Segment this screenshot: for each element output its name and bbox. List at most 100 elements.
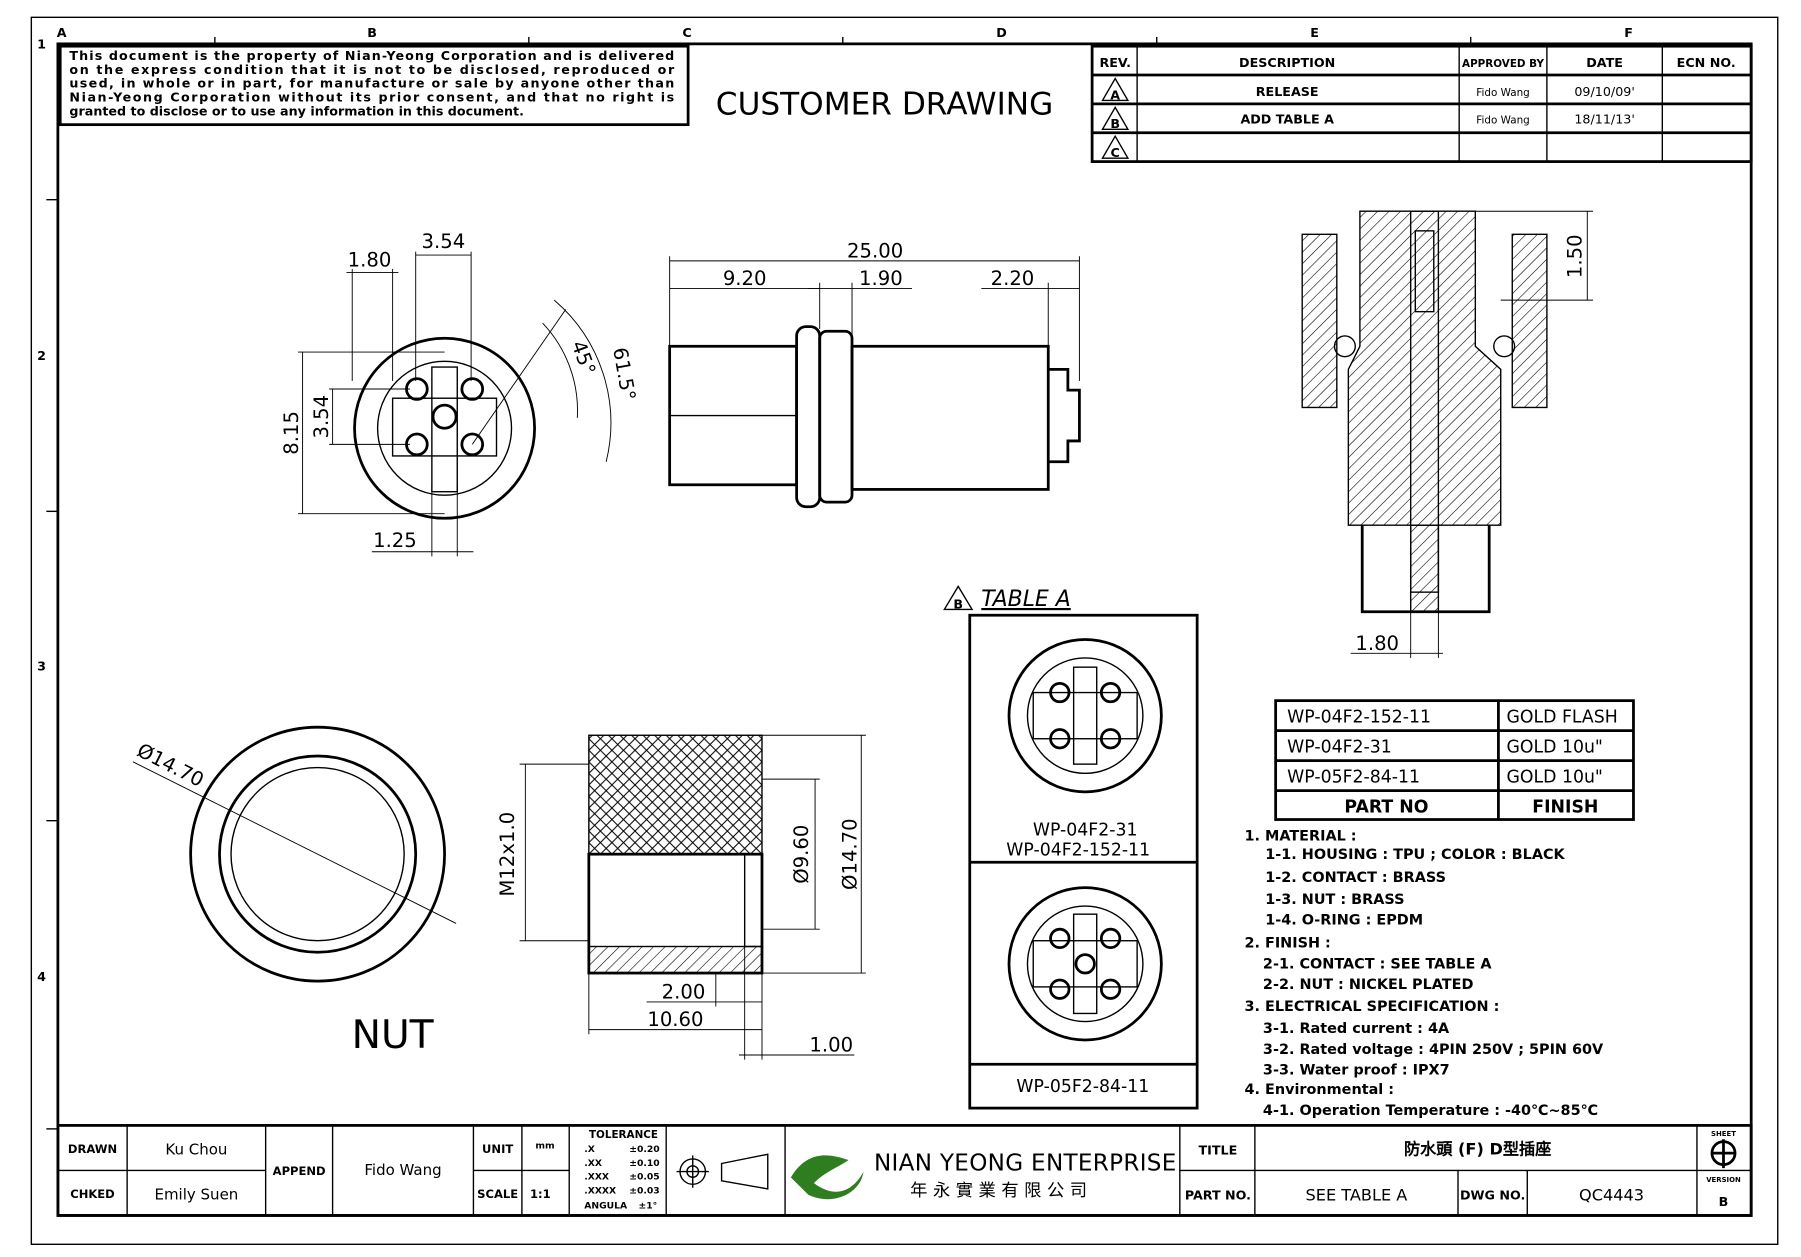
- dim-label: 2.00: [662, 980, 706, 1003]
- notice-line: This document is the property of Nian-Ye…: [69, 48, 674, 63]
- dim-label: 3.54: [310, 395, 333, 439]
- tolerance-value: ±1°: [638, 1201, 657, 1212]
- dim-label: 10.60: [647, 1008, 703, 1031]
- checked-by: Emily Suen: [154, 1185, 238, 1203]
- dim-label: 2.20: [991, 267, 1035, 290]
- rev-header-date: DATE: [1586, 55, 1623, 70]
- drawing-title: 防水頭 (F) D型插座: [1404, 1139, 1551, 1158]
- rev-triangle-icon: [943, 585, 974, 611]
- zone-letter-c: C: [682, 25, 691, 40]
- zone-letter-a: A: [57, 25, 67, 40]
- table-a-label: WP-04F2-31: [1033, 821, 1138, 841]
- version-label: VERSION: [1706, 1176, 1741, 1184]
- tolerance-key: .XX: [584, 1158, 602, 1169]
- tolerance-value: ±0.05: [629, 1172, 659, 1183]
- rev-triangle-icon: [1101, 134, 1130, 159]
- part-number: SEE TABLE A: [1306, 1185, 1408, 1204]
- rev-approved: Fido Wang: [1476, 115, 1529, 127]
- title-label: TITLE: [1199, 1142, 1238, 1157]
- tolerance-value: ±0.03: [629, 1186, 659, 1197]
- tolerance-key: .X: [584, 1144, 595, 1155]
- note-line: 2-2. NUT : NICKEL PLATED: [1263, 977, 1474, 993]
- rev-row: C: [1101, 134, 1130, 160]
- finish-part: WP-05F2-84-11: [1287, 768, 1420, 788]
- side-view: 25.00 9.20 1.90 2.20: [668, 239, 1081, 509]
- note-line: 1-1. HOUSING : TPU ; COLOR : BLACK: [1265, 847, 1565, 863]
- dim-label: 61.5°: [608, 346, 640, 403]
- cross-section-view: 1.50 1.80: [1301, 210, 1594, 658]
- note-line: 2-1. CONTACT : SEE TABLE A: [1263, 956, 1492, 972]
- finish-table: WP-04F2-152-11 GOLD FLASH WP-04F2-31 GOL…: [1274, 699, 1635, 821]
- dim-label: 8.15: [280, 411, 303, 455]
- table-a-label: WP-05F2-84-11: [1016, 1077, 1149, 1097]
- dim-label: 1.90: [859, 267, 903, 290]
- table-a-label: WP-04F2-152-11: [1006, 840, 1150, 860]
- pin-layout-4pin: [1007, 638, 1163, 794]
- nut-label: NUT: [352, 1013, 435, 1058]
- company-name: NIAN YEONG ENTERPRISE: [874, 1150, 1176, 1176]
- rev-date: 09/10/09': [1574, 84, 1634, 99]
- finish-header-part: PART NO: [1344, 798, 1428, 818]
- note-line: 3-3. Water proof : IPX7: [1263, 1063, 1450, 1079]
- nut-diameter-label: Ø14.70: [133, 739, 207, 792]
- pin-layout-5pin: [1007, 886, 1163, 1042]
- rev-description: ADD TABLE A: [1240, 112, 1334, 127]
- zone-number-1: 1: [37, 36, 46, 51]
- dim-label: 1.80: [348, 249, 392, 272]
- zone-number-2: 2: [37, 348, 46, 363]
- rev-row: B ADD TABLE A Fido Wang 18/11/13': [1101, 105, 1635, 131]
- zone-letter-d: D: [996, 25, 1007, 40]
- dim-label: 9.20: [723, 267, 767, 290]
- sheet-symbol-icon: [1710, 1139, 1737, 1169]
- finish-part: WP-04F2-31: [1287, 738, 1392, 758]
- confidentiality-notice: This document is the property of Nian-Ye…: [58, 44, 690, 127]
- part-no-label: PART NO.: [1185, 1187, 1251, 1202]
- dim-label: 1.25: [373, 529, 417, 552]
- rev-description: RELEASE: [1256, 84, 1319, 99]
- rev-approved: Fido Wang: [1476, 87, 1529, 99]
- note-line: 1-4. O-RING : EPDM: [1265, 913, 1423, 929]
- company-name-chinese: 年 永 實 業 有 限 公 司: [910, 1181, 1087, 1201]
- version-value: B: [1719, 1194, 1729, 1209]
- note-line: 1-3. NUT : BRASS: [1265, 892, 1404, 908]
- finish-value: GOLD 10u": [1506, 768, 1602, 788]
- rev-header-description: DESCRIPTION: [1239, 55, 1335, 70]
- rev-header-approved: APPROVED BY: [1462, 58, 1544, 70]
- dim-label: Ø9.60: [790, 825, 813, 884]
- note-line: 3-1. Rated current : 4A: [1263, 1021, 1450, 1037]
- rev-header-ecn: ECN NO.: [1677, 55, 1736, 70]
- tolerance-value: ±0.10: [629, 1158, 659, 1169]
- drawn-by: Ku Chou: [165, 1140, 227, 1158]
- unit-value: mm: [535, 1140, 554, 1151]
- unit-label: UNIT: [482, 1142, 513, 1156]
- note-line: 3-2. Rated voltage : 4PIN 250V ; 5PIN 60…: [1263, 1042, 1604, 1058]
- drawn-label: DRAWN: [68, 1142, 117, 1156]
- checked-label: CHKED: [70, 1187, 115, 1201]
- dim-label: Ø14.70: [839, 818, 862, 890]
- notice-line: on the express condition that it is not …: [69, 62, 675, 77]
- zone-letter-f: F: [1624, 25, 1633, 40]
- append-label: APPEND: [273, 1164, 326, 1178]
- finish-value: GOLD FLASH: [1506, 708, 1617, 728]
- nut-side-view: M12x1.0 Ø9.60 Ø14.70 2.00 10.60 1.00: [496, 734, 866, 1060]
- note-line: 4. Environmental :: [1244, 1082, 1394, 1098]
- projection-symbol-icon: [676, 1153, 769, 1190]
- dwg-no-label: DWG NO.: [1460, 1187, 1525, 1202]
- dim-label: M12x1.0: [496, 812, 519, 897]
- rev-header-rev: REV.: [1099, 55, 1130, 70]
- note-line: 2. FINISH :: [1244, 936, 1330, 952]
- tolerance-key: ANGULA: [584, 1201, 628, 1212]
- finish-part: WP-04F2-152-11: [1287, 708, 1431, 728]
- zone-number-3: 3: [37, 659, 46, 674]
- company-logo: [790, 1155, 864, 1200]
- table-a: B TABLE A WP-04F2-31 WP-04F2-152-11 WP-0…: [943, 585, 1199, 1110]
- tolerance-key: .XXXX: [584, 1186, 616, 1197]
- tolerance-list: .X ±0.20 .XX ±0.10 .XXX ±0.05 .XXXX ±0.0…: [584, 1144, 660, 1212]
- rev-letter: C: [1111, 145, 1120, 160]
- finish-header-finish: FINISH: [1532, 798, 1598, 818]
- tolerance-value: ±0.20: [629, 1144, 659, 1155]
- rev-date: 18/11/13': [1574, 112, 1634, 127]
- rev-triangle-icon: [1101, 105, 1130, 130]
- zone-letter-b: B: [367, 25, 377, 40]
